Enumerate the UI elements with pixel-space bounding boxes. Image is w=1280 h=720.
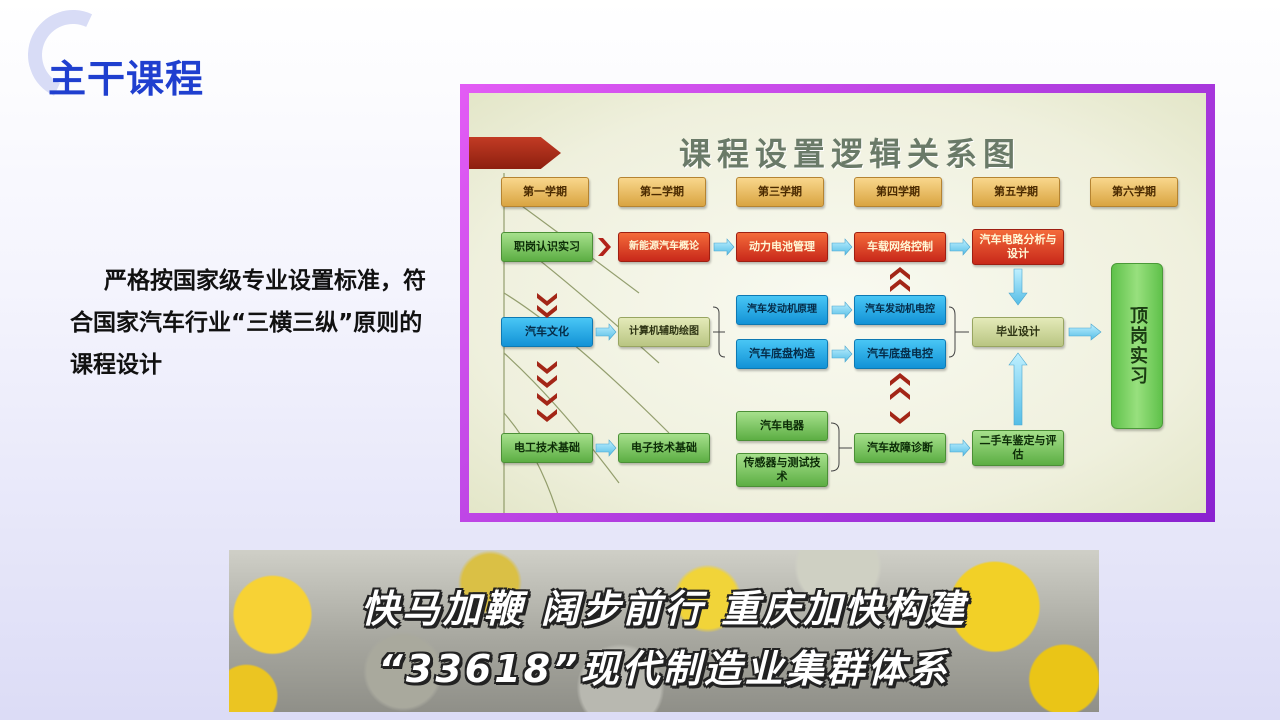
course-electrical-basics: 电工技术基础 bbox=[501, 433, 593, 463]
course-vehicle-network: 车载网络控制 bbox=[854, 232, 946, 262]
semester-2: 第二学期 bbox=[618, 177, 706, 207]
semester-5: 第五学期 bbox=[972, 177, 1060, 207]
curriculum-diagram: 课程设置逻辑关系图 第一学期 第二学期 第三学期 第四学期 第五学期 第六学期 … bbox=[469, 93, 1206, 513]
course-final-internship: 顶岗实习 bbox=[1111, 263, 1163, 429]
course-engine-control: 汽车发动机电控 bbox=[854, 295, 946, 325]
red-arrow-icon bbox=[469, 137, 561, 169]
course-used-car-evaluation: 二手车鉴定与评估 bbox=[972, 430, 1064, 466]
course-engine-principle: 汽车发动机原理 bbox=[736, 295, 828, 325]
course-fault-diagnosis: 汽车故障诊断 bbox=[854, 433, 946, 463]
diagram-title: 课程设置逻辑关系图 bbox=[679, 135, 1022, 173]
course-auto-electrics: 汽车电器 bbox=[736, 411, 828, 441]
course-graduation-design: 毕业设计 bbox=[972, 317, 1064, 347]
course-sensors-testing: 传感器与测试技术 bbox=[736, 453, 828, 487]
course-auto-culture: 汽车文化 bbox=[501, 317, 593, 347]
semester-3: 第三学期 bbox=[736, 177, 824, 207]
course-electronics-basics: 电子技术基础 bbox=[618, 433, 710, 463]
promo-banner: 快马加鞭 阔步前行 重庆加快构建 “33618”现代制造业集群体系 bbox=[229, 550, 1099, 712]
course-job-internship: 职岗认识实习 bbox=[501, 232, 593, 262]
semester-1: 第一学期 bbox=[501, 177, 589, 207]
banner-line-1: 快马加鞭 阔步前行 重庆加快构建 bbox=[360, 587, 968, 631]
course-cad: 计算机辅助绘图 bbox=[618, 317, 710, 347]
semester-4: 第四学期 bbox=[854, 177, 942, 207]
page-title: 主干课程 bbox=[48, 57, 205, 101]
semester-6: 第六学期 bbox=[1090, 177, 1178, 207]
banner-line-2: “33618”现代制造业集群体系 bbox=[378, 647, 950, 691]
diagram-frame: 课程设置逻辑关系图 第一学期 第二学期 第三学期 第四学期 第五学期 第六学期 … bbox=[460, 84, 1215, 522]
course-nev-intro: 新能源汽车概论 bbox=[618, 232, 710, 262]
course-circuit-analysis: 汽车电路分析与设计 bbox=[972, 229, 1064, 265]
course-battery-management: 动力电池管理 bbox=[736, 232, 828, 262]
course-chassis-structure: 汽车底盘构造 bbox=[736, 339, 828, 369]
course-chassis-control: 汽车底盘电控 bbox=[854, 339, 946, 369]
description-text: 严格按国家级专业设置标准，符合国家汽车行业“三横三纵”原则的课程设计 bbox=[70, 268, 426, 378]
